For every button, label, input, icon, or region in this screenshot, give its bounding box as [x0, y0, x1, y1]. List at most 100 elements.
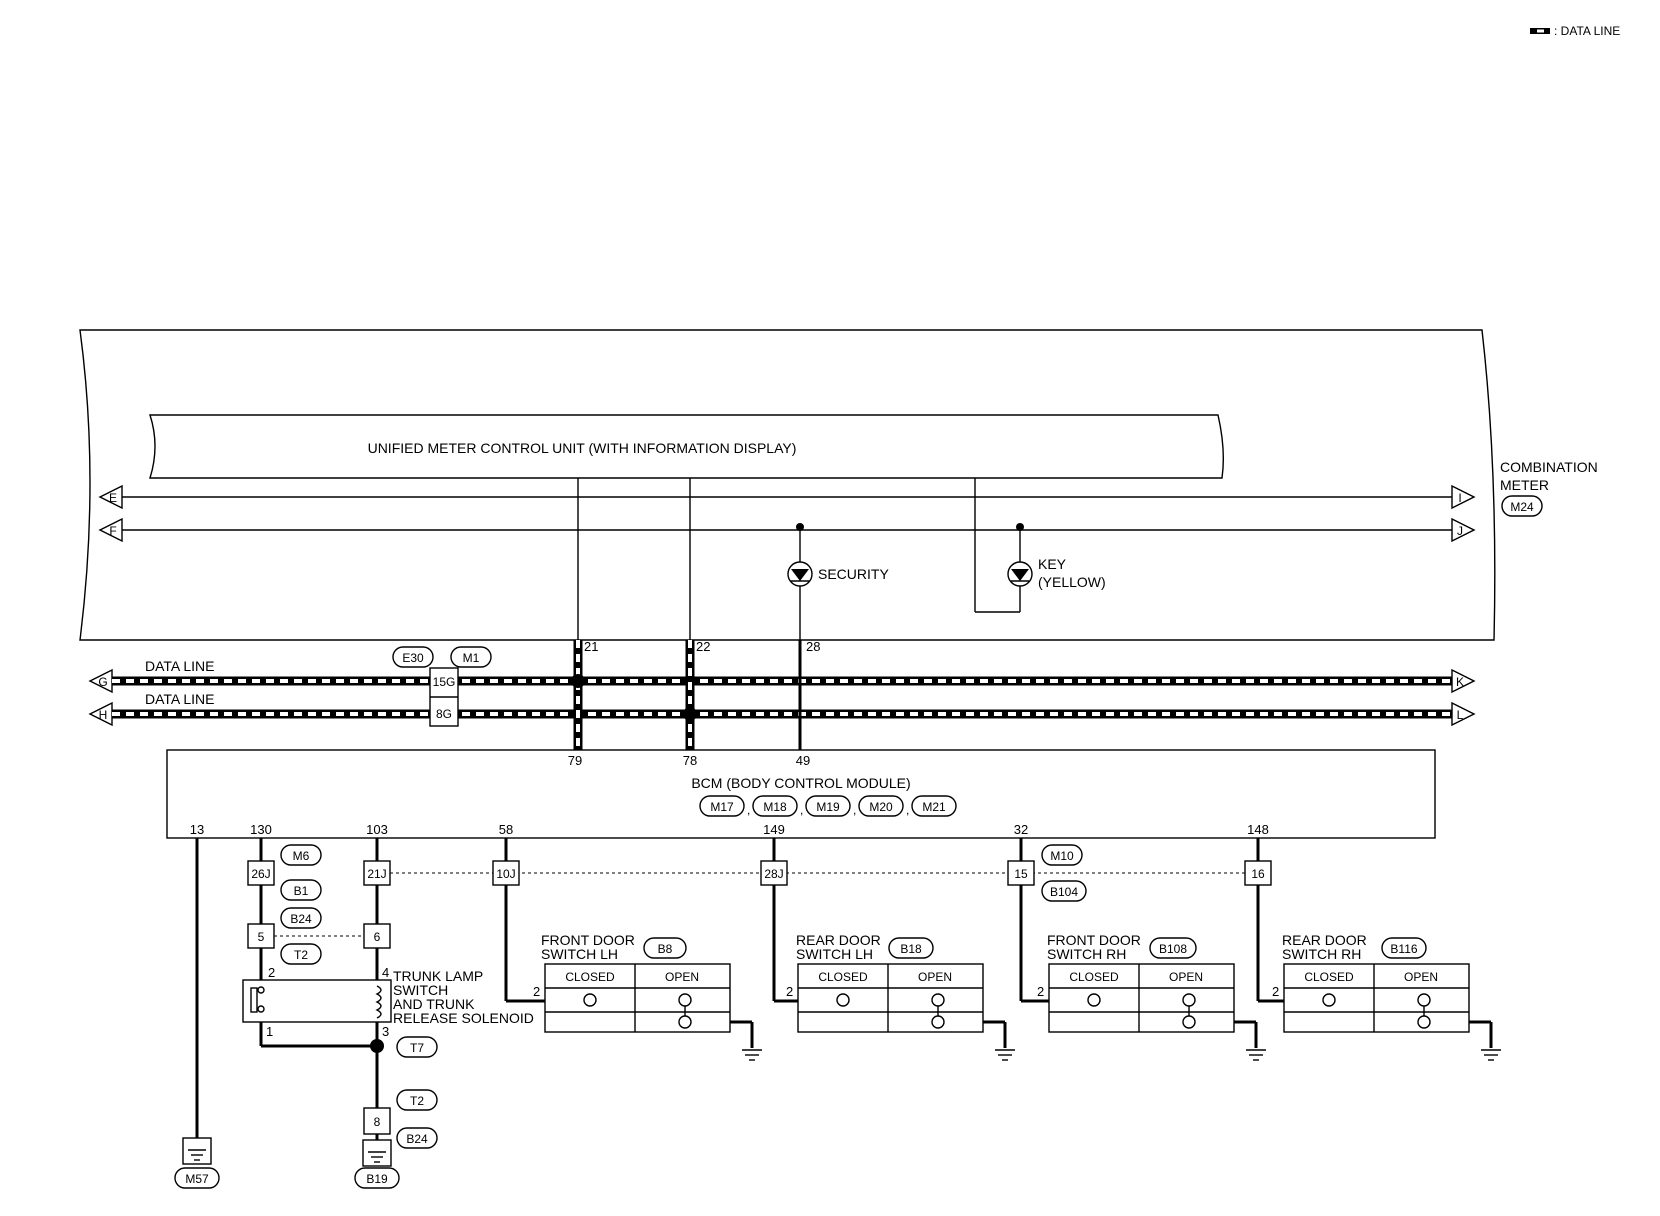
meter-pin-22: 22 [696, 639, 710, 654]
terminal-h: H [88, 701, 113, 727]
connector-m10: M10 [1050, 849, 1074, 863]
meter-pin-28: 28 [806, 639, 820, 654]
door-switch-front-lh-label-2: SWITCH LH [541, 946, 618, 962]
trunk-pin-4: 4 [382, 965, 389, 980]
trunk-label-1: TRUNK LAMP [393, 968, 483, 984]
connector-e30-badge [392, 646, 434, 668]
key-indicator: KEY (YELLOW) [1007, 523, 1106, 612]
pin-21j: 21J [367, 867, 386, 881]
door-switch-rear-rh-label-2: SWITCH RH [1282, 946, 1361, 962]
terminal-g: G [88, 668, 113, 694]
door-switch-front-lh-connector: B8 [658, 942, 673, 956]
connector-e30: E30 [402, 651, 424, 665]
joint-pin-8g: 8G [436, 707, 452, 721]
door-switch-front-lh-pin: 2 [533, 984, 540, 999]
trunk-pin-2: 2 [268, 965, 275, 980]
connector-m6-badge [280, 844, 322, 866]
bcm-connectors: M17 , M18 , M19 , M20 , M21 [699, 795, 957, 817]
door-switch-front-lh-open: OPEN [665, 970, 699, 984]
door-switch-rear-rh-open: OPEN [1404, 970, 1438, 984]
bcm-pin-58: 58 [499, 822, 513, 837]
ground-m57: M57 [174, 1137, 220, 1189]
connector-t2-badge [280, 943, 322, 965]
terminal-i-label: I [1458, 491, 1461, 505]
connector-m24-badge [1501, 495, 1543, 517]
door-switch-front-rh-closed: CLOSED [1069, 970, 1119, 984]
bcm-pin-149: 149 [763, 822, 785, 837]
pin-15: 15 [1014, 867, 1028, 881]
pin-box-6 [363, 923, 391, 949]
door-switch-front-lh-label-1: FRONT DOOR [541, 932, 635, 948]
connector-b24b-badge [396, 1127, 438, 1149]
meter-control-unit-box [149, 414, 1225, 479]
connector-m24: M24 [1510, 500, 1534, 514]
door-switch-front-rh: FRONT DOOR SWITCH RH B108 CLOSED OPEN 2 [1037, 932, 1266, 1061]
pin-6: 6 [374, 930, 381, 944]
trunk-ground-junction [370, 1039, 384, 1053]
terminal-h-label: H [99, 708, 108, 722]
terminal-k-label: K [1456, 675, 1464, 689]
pin-10j: 10J [496, 867, 515, 881]
pin-8: 8 [374, 1115, 381, 1129]
legend-data-line-gap [1537, 29, 1544, 33]
door-switch-rear-rh-label-1: REAR DOOR [1282, 932, 1367, 948]
terminal-l: L [1451, 701, 1476, 727]
bcm-connector-m18: M18 [763, 800, 787, 814]
door-switch-front-rh-label-2: SWITCH RH [1047, 946, 1126, 962]
pin-box-5 [247, 923, 275, 949]
door-switch-rear-rh-connector: B116 [1390, 942, 1417, 956]
bcm-connector-separator: , [906, 803, 909, 817]
terminal-f: F [98, 517, 123, 543]
door-switch-rear-lh-open: OPEN [918, 970, 952, 984]
connector-b24b: B24 [406, 1132, 428, 1146]
pin-box-26j [247, 860, 275, 886]
bcm-connector-m20: M20 [869, 800, 893, 814]
combination-meter-name-1: COMBINATION [1500, 459, 1598, 475]
connector-m6: M6 [293, 849, 310, 863]
connector-b1-badge [280, 879, 322, 901]
data-junction-2 [683, 707, 697, 721]
pin-5: 5 [258, 930, 265, 944]
connector-b1: B1 [294, 884, 309, 898]
trunk-label-3: AND TRUNK [393, 996, 475, 1012]
door-switch-front-rh-label-1: FRONT DOOR [1047, 932, 1141, 948]
joint-pin-15g: 15G [433, 675, 456, 689]
door-switch-rear-rh: REAR DOOR SWITCH RH B116 CLOSED OPEN 2 [1272, 932, 1501, 1061]
security-indicator: SECURITY [787, 523, 889, 640]
bcm-pin-32: 32 [1014, 822, 1028, 837]
pin-28j: 28J [764, 867, 783, 881]
legend-text: : DATA LINE [1554, 24, 1620, 38]
terminal-f-label: F [109, 524, 116, 538]
terminal-g-label: G [98, 675, 107, 689]
trunk-pin-3: 3 [382, 1024, 389, 1039]
trunk-pin-1: 1 [266, 1024, 273, 1039]
connector-t2b-badge [396, 1089, 438, 1111]
door-switch-rear-lh-pin: 2 [786, 984, 793, 999]
meter-control-unit-title: UNIFIED METER CONTROL UNIT (WITH INFORMA… [368, 440, 797, 456]
connector-b104-badge [1041, 880, 1087, 902]
ground-m57-label: M57 [185, 1172, 209, 1186]
connector-b24-badge [280, 907, 322, 929]
connector-t2: T2 [294, 948, 308, 962]
bcm-connector-m17: M17 [710, 800, 734, 814]
data-line-2-label: DATA LINE [145, 691, 215, 707]
door-switch-front-lh-closed: CLOSED [565, 970, 615, 984]
connector-m1: M1 [463, 651, 480, 665]
door-switch-rear-lh: REAR DOOR SWITCH LH B18 CLOSED OPEN 2 [786, 932, 1015, 1061]
connector-b104: B104 [1050, 885, 1078, 899]
trunk-label-2: SWITCH [393, 982, 448, 998]
legend: : DATA LINE [1530, 24, 1620, 38]
pin-box-15 [1007, 860, 1035, 886]
bcm-connector-separator: , [853, 803, 856, 817]
connector-m1-badge [450, 646, 492, 668]
terminal-j-label: J [1457, 524, 1463, 538]
pin-box-16 [1244, 860, 1272, 886]
door-switch-front-lh: FRONT DOOR SWITCH LH B8 CLOSED OPEN 2 [533, 932, 762, 1061]
bcm-pin-13: 13 [190, 822, 204, 837]
bcm-pin-130: 130 [250, 822, 272, 837]
door-switch-rear-lh-connector: B18 [900, 942, 922, 956]
ground-b19: B19 [354, 1139, 400, 1189]
combination-meter-outline [79, 329, 1496, 641]
bcm-connector-separator: , [747, 803, 750, 817]
